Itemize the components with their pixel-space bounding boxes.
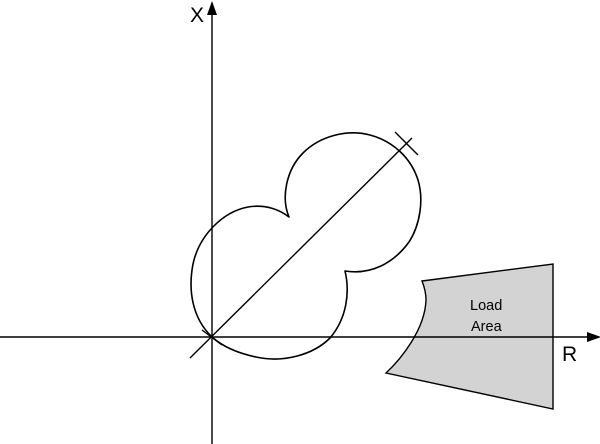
peanut-characteristic-curve (190, 132, 422, 360)
characteristic-line (189, 137, 413, 359)
r-axis-arrow (587, 332, 600, 342)
r-axis-label: R (562, 343, 577, 366)
x-axis-label: X (190, 4, 204, 27)
x-axis-arrow (207, 1, 217, 15)
load-area-label-line1: Load (470, 298, 502, 314)
load-area-label-line2: Area (471, 319, 503, 335)
characteristic-end-tick (394, 131, 419, 156)
